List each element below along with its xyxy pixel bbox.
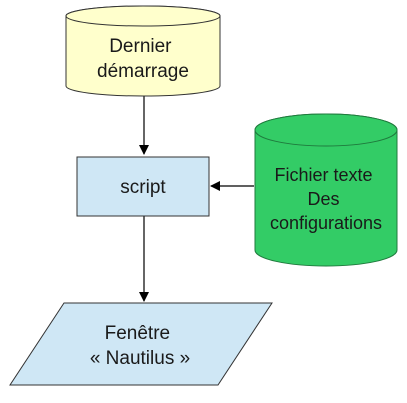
config-file-label-line-2: Des	[307, 189, 339, 209]
nautilus-window-parallelogram	[9, 302, 273, 386]
config-file-label-line-1: Fichier texte	[274, 165, 372, 185]
node-last-boot: Dernier démarrage	[65, 5, 221, 97]
nautilus-window-label-line-2: « Nautilus »	[90, 348, 190, 369]
last-boot-cylinder-top	[65, 5, 221, 27]
edges	[139, 96, 254, 302]
script-label-line-1: script	[120, 177, 166, 198]
last-boot-label: Dernier démarrage	[97, 36, 189, 82]
last-boot-label-line-2: démarrage	[97, 61, 189, 82]
script-box	[76, 156, 210, 217]
node-nautilus-window: Fenêtre « Nautilus »	[9, 302, 273, 386]
config-file-label: Fichier texte Des configurations	[270, 165, 382, 233]
nautilus-window-label-line-1: Fenêtre	[105, 323, 170, 344]
config-file-cylinder-top	[254, 113, 398, 147]
nautilus-window-label: Fenêtre « Nautilus »	[90, 323, 190, 369]
node-script: script	[76, 156, 210, 217]
script-label: script	[120, 177, 166, 198]
last-boot-label-line-1: Dernier	[109, 36, 172, 57]
node-config-file: Fichier texte Des configurations	[254, 113, 398, 267]
config-file-label-line-3: configurations	[270, 213, 382, 233]
